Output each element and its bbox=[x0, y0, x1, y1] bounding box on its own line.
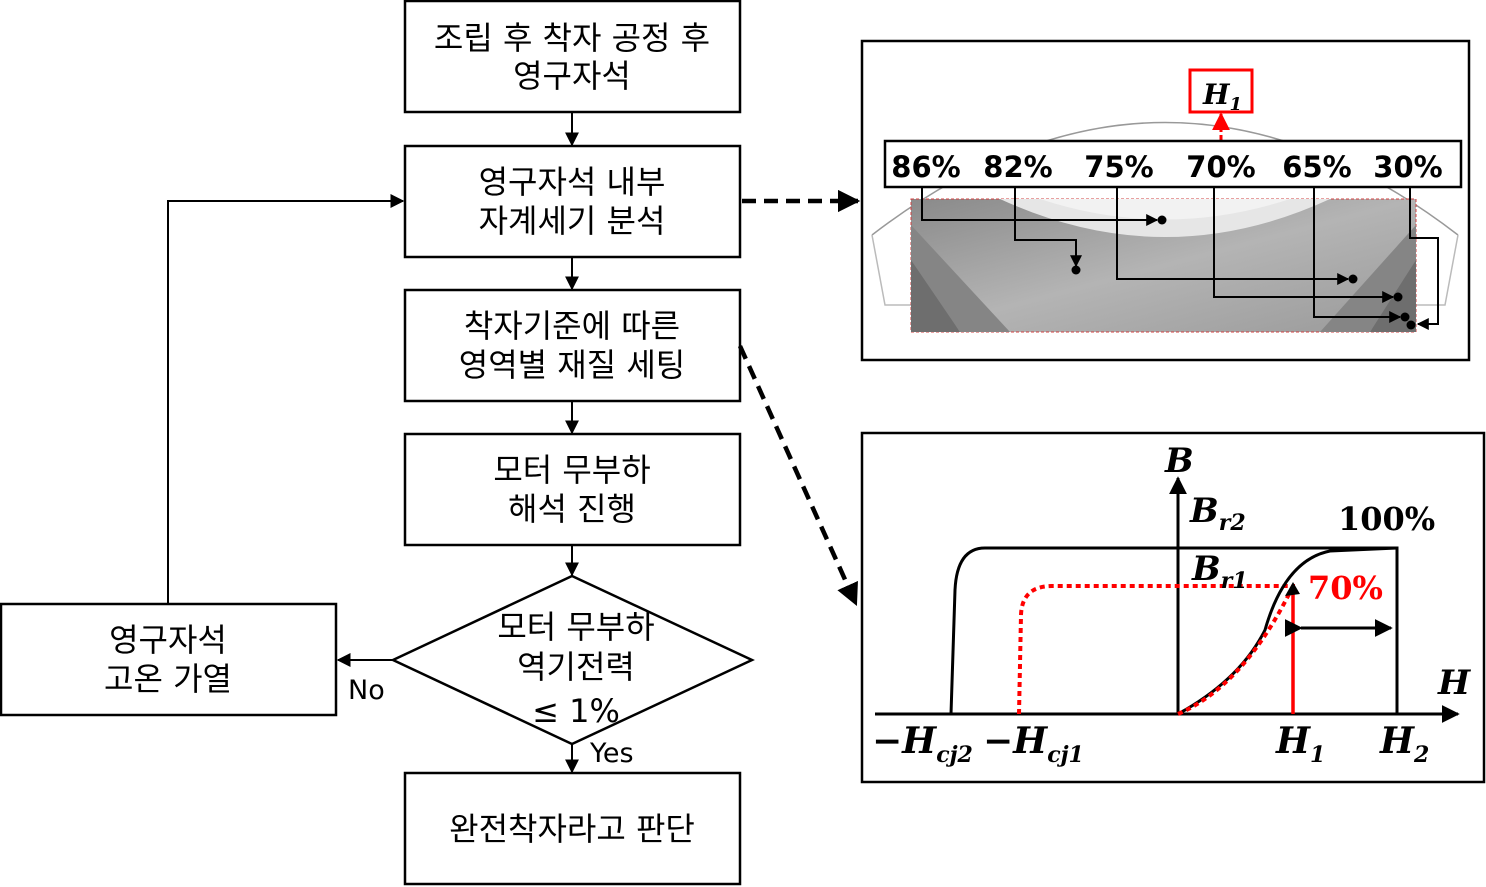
br2-label: Br2 bbox=[1189, 491, 1246, 536]
pct-86: 86% bbox=[891, 150, 960, 184]
flow-step-heating-line1: 영구자석 bbox=[109, 621, 227, 659]
pct-82: 82% bbox=[983, 150, 1052, 184]
flow-step-field-analysis-line1: 영구자석 내부 bbox=[479, 163, 666, 201]
flow-step-no-load-analysis-line1: 모터 무부하 bbox=[493, 451, 650, 489]
flow-decision-back-emf: 모터 무부하 역기전력 ≤ 1% bbox=[390, 574, 755, 746]
flow-step-material-setting: 착자기준에 따른 영역별 재질 세팅 bbox=[403, 288, 742, 403]
pct-65: 65% bbox=[1282, 150, 1351, 184]
percent-label-box bbox=[883, 139, 1463, 189]
flow-step-heating-line2: 고온 가열 bbox=[104, 660, 232, 698]
yes-label: Yes bbox=[589, 738, 634, 769]
bh-curve-70 bbox=[1017, 584, 1295, 715]
flow-step-field-analysis: 영구자석 내부 자계세기 분석 bbox=[403, 144, 742, 259]
flow-step-complete: 완전착자라고 판단 bbox=[403, 771, 742, 886]
flow-decision-line2: 역기전력 bbox=[517, 648, 635, 686]
flow-step-material-setting-line1: 착자기준에 따른 bbox=[464, 307, 680, 345]
h-axis-label: H bbox=[1437, 663, 1472, 703]
flow-step-assembly-line2: 영구자석 bbox=[513, 57, 631, 95]
pct-70: 70% bbox=[1186, 150, 1255, 184]
hcj1-label: −Hcj1 bbox=[983, 720, 1084, 768]
br1-label: Br1 bbox=[1191, 549, 1248, 594]
hcj2-label: −Hcj2 bbox=[872, 720, 973, 768]
flow-step-heating: 영구자석 고온 가열 bbox=[0, 602, 338, 717]
bh-curve-panel: B H Br2 Br1 100% 70% −Hcj2 −Hcj1 H1 H2 bbox=[860, 431, 1486, 784]
flow-step-no-load-analysis: 모터 무부하 해석 진행 bbox=[403, 432, 742, 547]
pct-100-label: 100% bbox=[1338, 500, 1435, 538]
h1-highlight-box bbox=[1188, 68, 1254, 114]
flow-step-assembly-line1: 조립 후 착자 공정 후 bbox=[434, 19, 710, 57]
magnet-field-panel: H1 86% 82% 75% 70% 65% 30% bbox=[860, 39, 1471, 362]
flow-decision-line3: ≤ 1% bbox=[532, 692, 620, 730]
pct-70-label: 70% bbox=[1308, 569, 1383, 607]
flow-step-no-load-analysis-line2: 해석 진행 bbox=[508, 490, 636, 528]
bh-curve-100 bbox=[949, 546, 1399, 715]
flow-decision-line1: 모터 무부하 bbox=[497, 608, 654, 646]
magnet-h1-label: H1 bbox=[1202, 78, 1242, 115]
flow-step-assembly: 조립 후 착자 공정 후 영구자석 bbox=[403, 0, 742, 114]
pct-75: 75% bbox=[1084, 150, 1153, 184]
no-label: No bbox=[348, 675, 385, 706]
dashed-arrow-to-bh bbox=[737, 345, 859, 607]
flow-step-complete-line1: 완전착자라고 판단 bbox=[449, 810, 695, 848]
h1-axis-label: H1 bbox=[1275, 720, 1325, 768]
b-axis-label: B bbox=[1164, 441, 1194, 481]
h2-axis-label: H2 bbox=[1379, 720, 1429, 768]
flow-step-field-analysis-line2: 자계세기 분석 bbox=[479, 202, 666, 240]
pct-30: 30% bbox=[1373, 150, 1442, 184]
flow-step-material-setting-line2: 영역별 재질 세팅 bbox=[459, 346, 685, 384]
